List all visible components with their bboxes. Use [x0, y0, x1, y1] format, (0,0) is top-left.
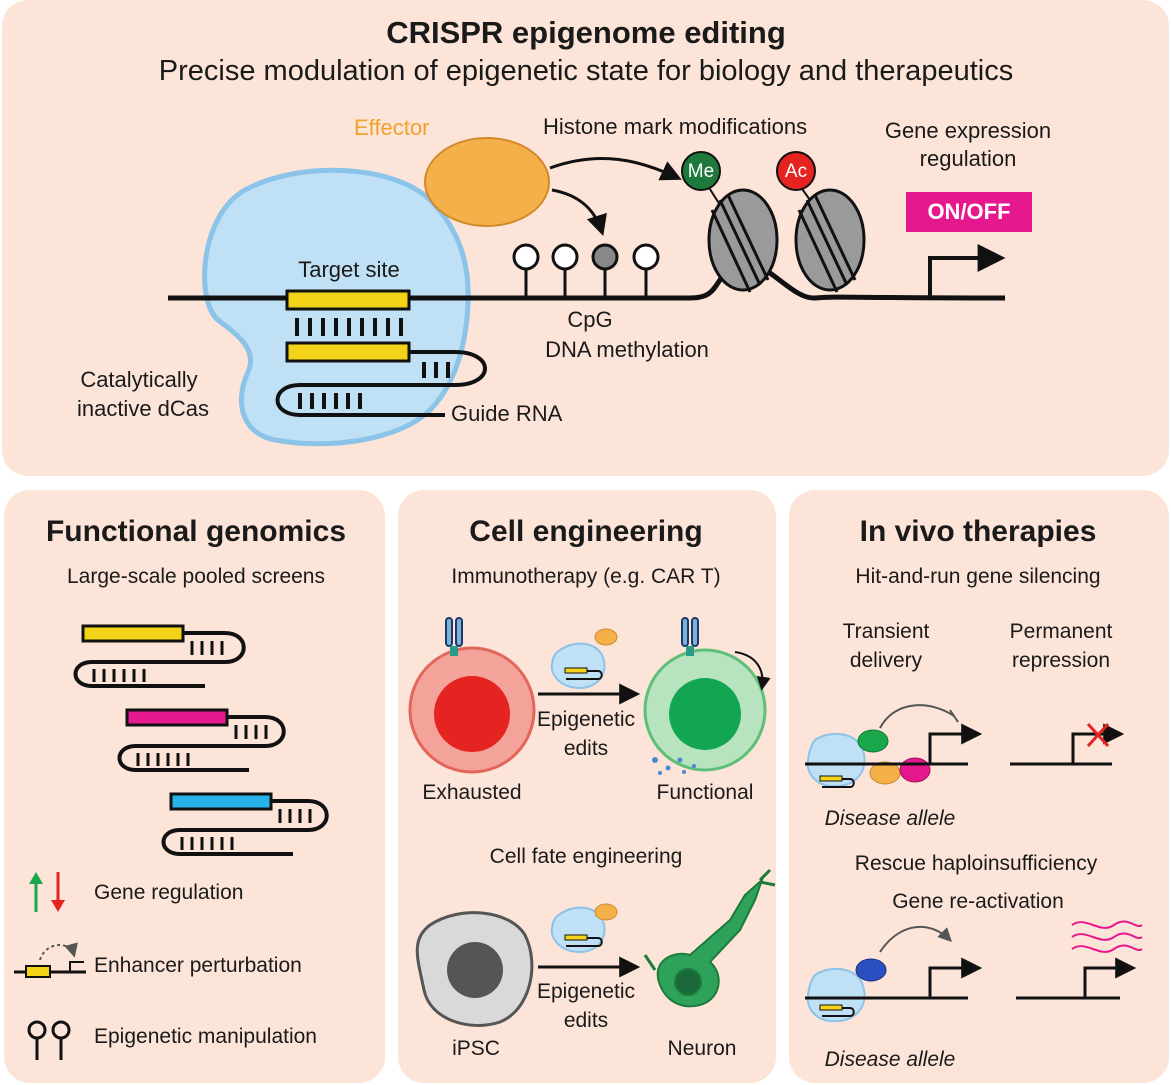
in-vivo-title: In vivo therapies	[859, 515, 1097, 548]
effector-label: Effector	[354, 115, 430, 140]
target-site-box	[285, 289, 411, 311]
functional-cell	[643, 617, 771, 775]
epigenetic-edits-label-2: edits	[563, 737, 609, 760]
mini-editor-2	[550, 903, 618, 954]
guide-magenta	[117, 708, 286, 772]
mini-editor-1	[550, 628, 618, 690]
reactivation-diagram	[805, 925, 983, 1023]
target-site-label: Target site	[298, 257, 400, 282]
dna-methylation-label: DNA methylation	[545, 337, 709, 362]
cpg-lollipops	[512, 243, 660, 298]
exhausted-label: Exhausted	[422, 781, 522, 804]
transient-label-1: Transient	[842, 620, 930, 643]
me-mark	[681, 151, 721, 191]
gene-expression-label-2: regulation	[919, 146, 1017, 171]
legend-enhancer-perturbation: Enhancer perturbation	[94, 954, 302, 977]
gene-expression-label-1: Gene expression	[884, 118, 1052, 143]
ipsc-cell	[415, 911, 534, 1027]
disease-allele-label-1: Disease allele	[824, 807, 956, 830]
functional-genomics-title: Functional genomics	[45, 515, 347, 548]
top-panel	[2, 0, 1169, 476]
effector-protein	[424, 137, 550, 227]
neuron-label: Neuron	[667, 1037, 737, 1060]
page-subtitle: Precise modulation of epigenetic state f…	[158, 55, 1014, 87]
epigenetic-edits-label-4: edits	[563, 1009, 609, 1032]
dcas-label-2: inactive dCas	[76, 396, 210, 421]
guide-ticks-top	[295, 318, 403, 336]
active-expression-diagram	[1016, 920, 1143, 1000]
functional-genomics-subtitle: Large-scale pooled screens	[67, 565, 325, 588]
rescue-label: Rescue haploinsufficiency	[854, 852, 1098, 875]
guide-rna	[275, 350, 487, 417]
cell-engineering-subtitle: Immunotherapy (e.g. CAR T)	[451, 565, 721, 588]
functional-genomics-panel	[4, 490, 385, 1083]
reactivation-label: Gene re-activation	[892, 890, 1064, 913]
guide-cyan	[161, 792, 329, 856]
page-title: CRISPR epigenome editing	[386, 15, 786, 50]
ipsc-label: iPSC	[452, 1037, 500, 1060]
ac-mark	[776, 151, 816, 191]
lollipop-icon	[27, 1020, 71, 1060]
enhancer-icon	[14, 942, 86, 978]
legend-epigenetic-manipulation: Epigenetic manipulation	[94, 1025, 317, 1048]
permanent-label-2: repression	[1011, 649, 1111, 672]
disease-allele-label-2: Disease allele	[824, 1048, 956, 1071]
epigenetic-edits-label-1: Epigenetic	[536, 708, 636, 731]
nucleosome-2	[794, 188, 866, 293]
neuron-cell	[643, 868, 776, 1008]
guide-rna-label: Guide RNA	[451, 401, 563, 426]
ac-mark-label: Ac	[784, 161, 808, 182]
cell-fate-label: Cell fate engineering	[489, 845, 683, 868]
transient-label-2: delivery	[849, 649, 923, 672]
nucleosome-1	[707, 188, 779, 293]
exhausted-cell	[408, 617, 536, 774]
up-down-arrows-icon	[29, 872, 65, 912]
permanent-repression-diagram	[1010, 722, 1125, 766]
transient-delivery-diagram	[805, 704, 983, 788]
onoff-badge: ON/OFF	[906, 192, 1032, 232]
spacer-box	[285, 341, 411, 363]
cpg-label: CpG	[567, 307, 613, 332]
mrna-waves-icon	[1071, 920, 1143, 953]
me-mark-label: Me	[687, 161, 715, 182]
epigenetic-edits-label-3: Epigenetic	[536, 980, 636, 1003]
legend-gene-regulation: Gene regulation	[94, 881, 244, 904]
promoter-arrow	[928, 244, 1006, 298]
functional-label: Functional	[656, 781, 754, 804]
dcas-label-1: Catalytically	[80, 367, 198, 392]
permanent-label-1: Permanent	[1009, 620, 1113, 643]
cell-engineering-title: Cell engineering	[469, 515, 703, 548]
guide-yellow	[73, 624, 246, 688]
histone-label: Histone mark modifications	[543, 114, 808, 139]
in-vivo-subtitle: Hit-and-run gene silencing	[855, 565, 1101, 588]
